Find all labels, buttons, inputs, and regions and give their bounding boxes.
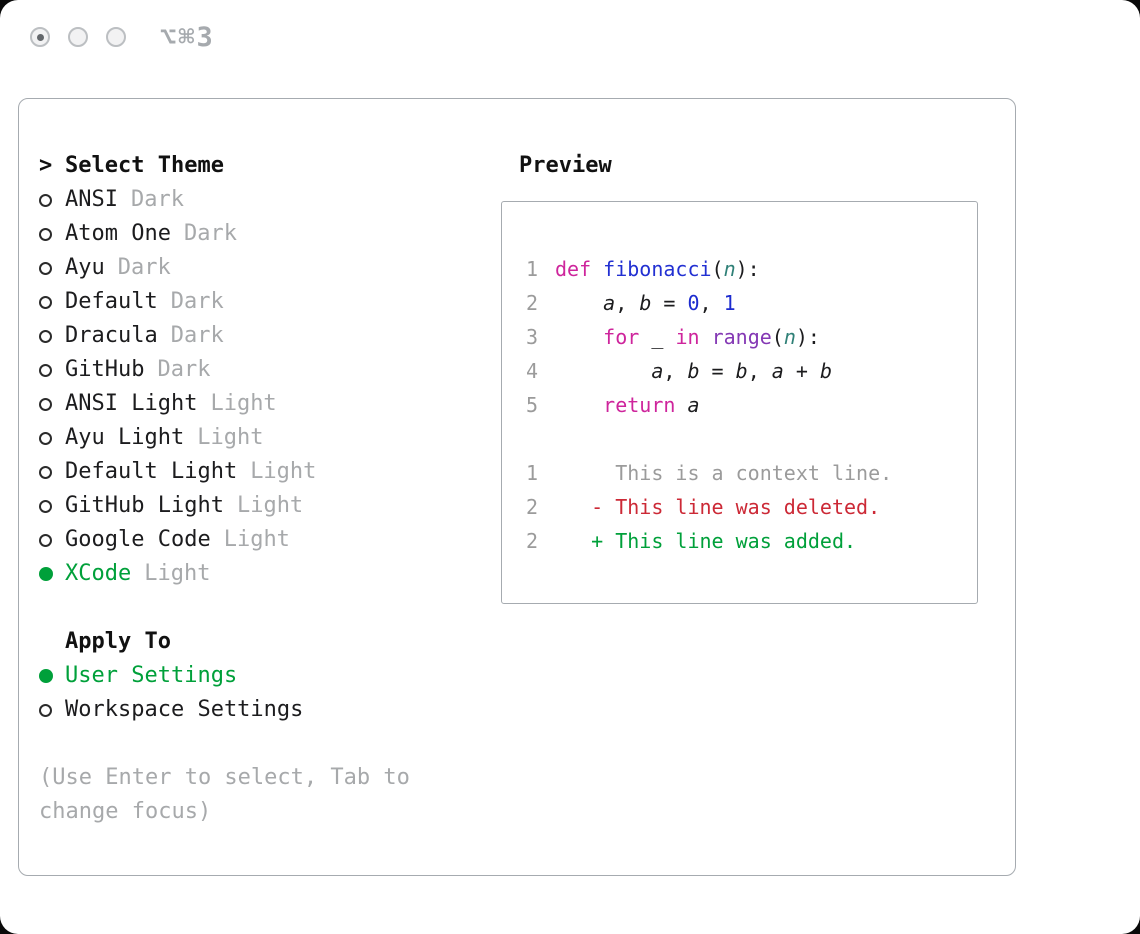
code-line: 4 a, b = b, a + b [524, 354, 977, 388]
preview-code-box: 1 def fibonacci(n): 2 a, b = 0, 1 3 for … [501, 201, 978, 604]
keyboard-shortcut-label: ⌥⌘3 [160, 22, 215, 53]
theme-variant: Dark [170, 289, 224, 314]
diff-context-line: 1 This is a context line. [524, 456, 977, 490]
code-text: + This line was added. [555, 529, 857, 553]
theme-name: ANSI Light [65, 391, 198, 416]
theme-option-xcode-selected[interactable]: XCode Light [39, 557, 459, 591]
theme-variant: Light [144, 561, 211, 586]
theme-variant: Dark [183, 221, 237, 246]
radio-unselected-icon [39, 261, 52, 275]
theme-variant: Light [250, 459, 317, 484]
radio-unselected-icon [39, 329, 52, 343]
preview-section: Preview 1 def fibonacci(n): 2 a, b = 0, … [501, 149, 981, 604]
spacer [39, 591, 459, 625]
theme-option-github-dark[interactable]: GitHub Dark [39, 353, 459, 387]
radio-unselected-icon [39, 397, 52, 411]
radio-unselected-icon [39, 499, 52, 513]
theme-name: GitHub Light [65, 493, 224, 518]
line-number: 2 [525, 529, 538, 553]
theme-variant: Light [210, 391, 277, 416]
traffic-light-close-icon[interactable] [30, 27, 50, 47]
diff-added-line: 2 + This line was added. [524, 524, 977, 558]
theme-option-dracula-dark[interactable]: Dracula Dark [39, 319, 459, 353]
code-text: - This line was deleted. [555, 495, 881, 519]
radio-unselected-icon [39, 533, 52, 547]
cursor-prompt-icon: > [39, 153, 53, 178]
theme-option-ansi-dark[interactable]: ANSI Dark [39, 183, 459, 217]
diff-deleted-line: 2 - This line was deleted. [524, 490, 977, 524]
traffic-light-minimize-icon[interactable] [68, 27, 88, 47]
radio-unselected-icon [39, 227, 52, 241]
theme-name: Default Light [65, 459, 238, 484]
radio-unselected-icon [39, 431, 52, 445]
section-title-select-theme: Select Theme [65, 153, 224, 178]
line-number: 1 [525, 461, 538, 485]
code-text: for _ in range(n): [603, 325, 820, 349]
traffic-light-dot [36, 33, 44, 41]
code-text: a, b = b, a + b [651, 359, 832, 383]
code-line: 2 a, b = 0, 1 [524, 286, 977, 320]
theme-list-header: > Select Theme [39, 149, 459, 183]
theme-variant: Dark [157, 357, 211, 382]
traffic-light-zoom-icon[interactable] [106, 27, 126, 47]
code-line: 1 def fibonacci(n): [524, 252, 977, 286]
theme-variant: Light [197, 425, 264, 450]
spacer [39, 727, 459, 761]
theme-name: Default [65, 289, 158, 314]
code-text: def fibonacci(n): [555, 257, 760, 281]
code-text: This is a context line. [555, 461, 893, 485]
line-number: 5 [525, 393, 538, 417]
theme-option-atom-one-dark[interactable]: Atom One Dark [39, 217, 459, 251]
line-number: 2 [525, 291, 538, 315]
theme-option-default-light[interactable]: Default Light Light [39, 455, 459, 489]
theme-name: ANSI [65, 187, 118, 212]
apply-to-header: Apply To [39, 625, 459, 659]
line-number: 2 [525, 495, 538, 519]
radio-unselected-icon [39, 703, 52, 717]
code-text: return a [603, 393, 700, 417]
usage-hint-text: (Use Enter to select, Tab to change focu… [39, 765, 410, 824]
code-line-blank [524, 422, 977, 456]
line-number: 4 [525, 359, 538, 383]
section-title-apply-to: Apply To [65, 629, 171, 654]
radio-unselected-icon [39, 193, 52, 207]
radio-selected-icon [39, 669, 53, 683]
preview-title: Preview [519, 153, 612, 178]
radio-unselected-icon [39, 295, 52, 309]
line-number: 3 [525, 325, 538, 349]
theme-option-google-code[interactable]: Google Code Light [39, 523, 459, 557]
theme-variant: Dark [170, 323, 224, 348]
theme-option-ayu-dark[interactable]: Ayu Dark [39, 251, 459, 285]
theme-picker-panel: > Select Theme ANSI Dark Atom One Dark A… [18, 98, 1016, 876]
line-number [524, 422, 538, 456]
theme-name: Atom One [65, 221, 171, 246]
theme-variant: Light [223, 527, 290, 552]
theme-option-default-dark[interactable]: Default Dark [39, 285, 459, 319]
apply-option-user-settings[interactable]: User Settings [39, 659, 459, 693]
theme-variant: Dark [117, 255, 171, 280]
code-line: 3 for _ in range(n): [524, 320, 977, 354]
theme-name: XCode [65, 561, 132, 586]
theme-variant: Light [236, 493, 304, 518]
theme-name: Ayu Light [65, 425, 185, 450]
theme-option-ansi-light[interactable]: ANSI Light Light [39, 387, 459, 421]
line-number: 1 [525, 257, 538, 281]
theme-name: Ayu [65, 255, 105, 280]
theme-list: > Select Theme ANSI Dark Atom One Dark A… [39, 149, 459, 829]
apply-option-workspace-settings[interactable]: Workspace Settings [39, 693, 459, 727]
radio-unselected-icon [39, 465, 52, 479]
theme-option-github-light[interactable]: GitHub Light Light [39, 489, 459, 523]
apply-option-label: User Settings [65, 663, 238, 688]
titlebar: ⌥⌘3 [0, 0, 1140, 70]
apply-option-label: Workspace Settings [65, 697, 304, 722]
radio-selected-icon [39, 567, 53, 581]
theme-option-ayu-light[interactable]: Ayu Light Light [39, 421, 459, 455]
code-text: a, b = 0, 1 [603, 291, 736, 315]
code-line: 5 return a [524, 388, 977, 422]
theme-variant: Dark [130, 187, 184, 212]
theme-name: GitHub [65, 357, 145, 382]
theme-name: Google Code [65, 527, 211, 552]
theme-name: Dracula [65, 323, 158, 348]
radio-unselected-icon [39, 363, 52, 377]
